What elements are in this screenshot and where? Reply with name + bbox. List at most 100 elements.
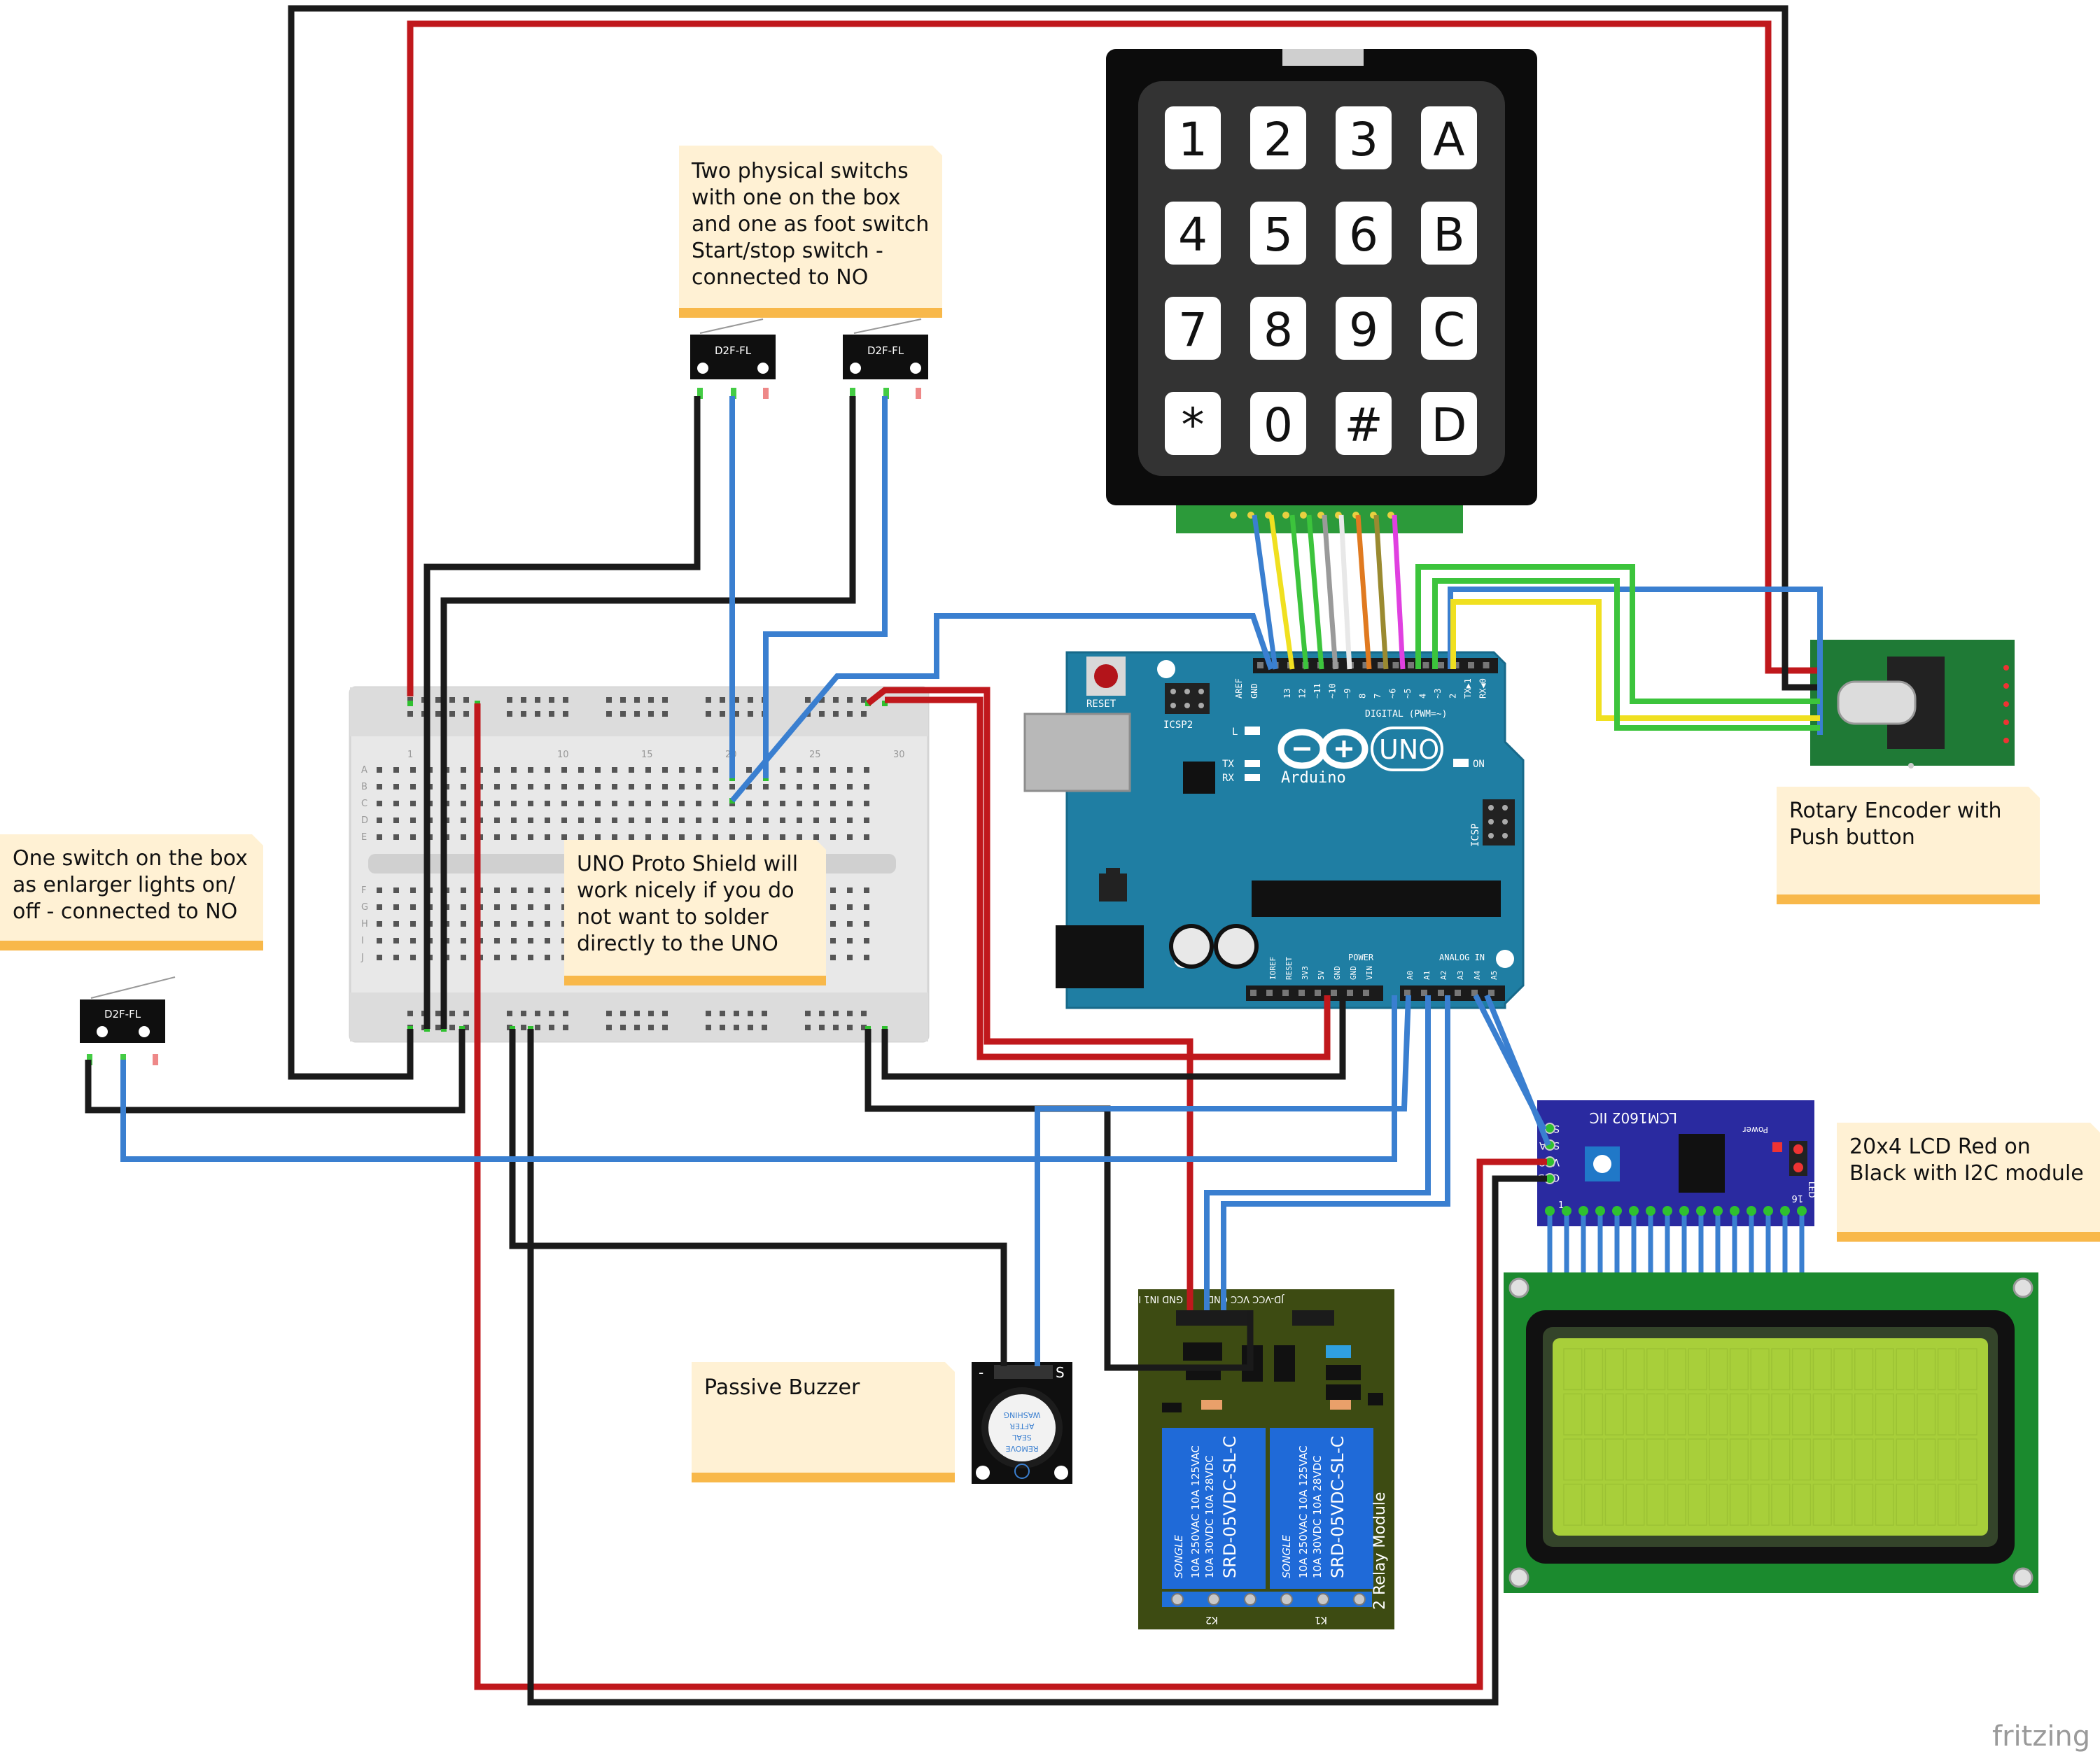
bb-hole bbox=[746, 784, 752, 790]
lcd-cell bbox=[1917, 1393, 1936, 1436]
lcd-cell bbox=[1771, 1393, 1791, 1436]
keypad-key[interactable] bbox=[1250, 392, 1306, 455]
keypad-key[interactable] bbox=[1336, 202, 1392, 265]
lcd-cell bbox=[1896, 1348, 1915, 1391]
lcd-cell bbox=[1583, 1438, 1604, 1481]
relay-jumper[interactable] bbox=[1326, 1345, 1351, 1358]
lcd-cell bbox=[1854, 1348, 1874, 1391]
bb-rail-hole bbox=[449, 1011, 455, 1016]
mount-hole bbox=[1496, 950, 1514, 968]
bb-hole bbox=[645, 784, 651, 790]
bb-hole bbox=[847, 818, 853, 823]
bb-hole bbox=[393, 784, 399, 790]
bb-rail-hole bbox=[606, 1011, 612, 1016]
lcd-cell bbox=[1667, 1483, 1686, 1526]
bb-hole bbox=[864, 955, 869, 960]
bb-rail-hole bbox=[634, 697, 640, 703]
relay-transistor bbox=[1326, 1365, 1361, 1380]
power-pin bbox=[1363, 990, 1369, 996]
lcd-cell bbox=[1917, 1348, 1936, 1391]
bb-rail-hole bbox=[620, 1025, 626, 1030]
keypad-key[interactable] bbox=[1165, 106, 1221, 169]
bb-rail-hole bbox=[720, 1011, 725, 1016]
bb-hole bbox=[511, 818, 517, 823]
bb-rail-hole bbox=[833, 711, 839, 717]
led-rx bbox=[1245, 774, 1260, 781]
digital-pin bbox=[1362, 662, 1369, 668]
digital-pin-label: 12 bbox=[1298, 689, 1308, 699]
keypad-key-label: 0 bbox=[1264, 398, 1293, 452]
bb-hole bbox=[864, 801, 869, 806]
wire-green bbox=[1432, 578, 1820, 731]
bb-hole bbox=[864, 887, 869, 893]
bb-hole bbox=[729, 818, 735, 823]
bb-hole bbox=[864, 767, 869, 773]
relay-rating: 10A 30VDC 10A 28VDC bbox=[1203, 1455, 1216, 1578]
reset-button[interactable] bbox=[1094, 664, 1118, 688]
bb-hole bbox=[561, 767, 567, 773]
bb-hole bbox=[729, 834, 735, 840]
analog-pin-label: A4 bbox=[1473, 970, 1482, 980]
microswitch-foot[interactable]: D2F-FL bbox=[843, 318, 928, 399]
buzzer-plus-mark bbox=[1014, 1464, 1030, 1479]
bb-hole bbox=[377, 921, 382, 927]
keypad-key[interactable] bbox=[1250, 202, 1306, 265]
keypad-key[interactable] bbox=[1165, 392, 1221, 455]
bb-hole bbox=[578, 767, 584, 773]
keypad-key[interactable] bbox=[1421, 297, 1477, 360]
bb-rail-hole bbox=[435, 697, 441, 703]
lcd-cell bbox=[1958, 1393, 1977, 1436]
note-line: UNO Proto Shield will bbox=[577, 852, 798, 876]
keypad-key[interactable] bbox=[1250, 106, 1306, 169]
icsp-header bbox=[1483, 799, 1515, 846]
bb-hole bbox=[545, 818, 550, 823]
microswitch-enlarger[interactable]: D2F-FL bbox=[80, 976, 176, 1065]
bb-hole bbox=[629, 818, 634, 823]
bb-rail-hole bbox=[706, 1011, 711, 1016]
wire-keypad-magenta bbox=[1392, 514, 1406, 670]
lcd-cell bbox=[1583, 1393, 1604, 1436]
wire-keypad-blue bbox=[1252, 514, 1278, 670]
keypad-key[interactable] bbox=[1165, 297, 1221, 360]
bb-hole bbox=[494, 818, 500, 823]
bb-rail-hole bbox=[833, 697, 839, 703]
bb-hole-used bbox=[882, 701, 888, 706]
relay-terminal-screws bbox=[1171, 1593, 1366, 1606]
note-lcd: 20x4 LCD Red on Black with I2C module bbox=[1837, 1123, 2100, 1242]
lcd-cell bbox=[1875, 1483, 1894, 1526]
bb-hole bbox=[830, 801, 836, 806]
keypad-key[interactable] bbox=[1336, 297, 1392, 360]
keypad-key[interactable] bbox=[1421, 202, 1477, 265]
bb-rail-hole bbox=[847, 1011, 853, 1016]
lcd-mount-hole bbox=[1508, 1567, 1530, 1588]
encoder-knob[interactable] bbox=[1837, 680, 1917, 725]
bb-hole bbox=[847, 955, 853, 960]
keypad-key-label: 1 bbox=[1178, 113, 1208, 167]
bb-rail-hole bbox=[847, 711, 853, 717]
bb-hole bbox=[511, 801, 517, 806]
bb-hole bbox=[746, 834, 752, 840]
buzzer-s-label: S bbox=[1056, 1364, 1065, 1381]
keypad-key[interactable] bbox=[1421, 392, 1477, 455]
keypad-key[interactable] bbox=[1336, 392, 1392, 455]
bb-hole bbox=[494, 767, 500, 773]
bb-rail-hole bbox=[819, 1011, 825, 1016]
keypad-key[interactable] bbox=[1165, 202, 1221, 265]
lcd-cell bbox=[1709, 1483, 1728, 1526]
lcd-cell bbox=[1791, 1483, 1812, 1526]
bottom-pin-dots bbox=[1250, 990, 1494, 996]
led-rx-label: RX bbox=[1222, 773, 1234, 784]
note-line: 20x4 LCD Red on bbox=[1849, 1135, 2031, 1159]
bb-rail-hole bbox=[706, 697, 711, 703]
digital-pin-label: 8 bbox=[1358, 694, 1368, 699]
bb-hole bbox=[528, 887, 533, 893]
lcd-cell bbox=[1625, 1348, 1645, 1391]
power-pin-label: GND bbox=[1333, 966, 1342, 980]
keypad-key[interactable] bbox=[1336, 106, 1392, 169]
keypad-key[interactable] bbox=[1250, 297, 1306, 360]
relay-header-label: GND IN1 IN2 VCC bbox=[1104, 1293, 1183, 1304]
bb-rail-hole bbox=[720, 711, 725, 717]
microswitch-box-startstop[interactable]: D2F-FL bbox=[690, 318, 776, 399]
keypad-key[interactable] bbox=[1421, 106, 1477, 169]
keypad-key-label: # bbox=[1344, 398, 1382, 452]
